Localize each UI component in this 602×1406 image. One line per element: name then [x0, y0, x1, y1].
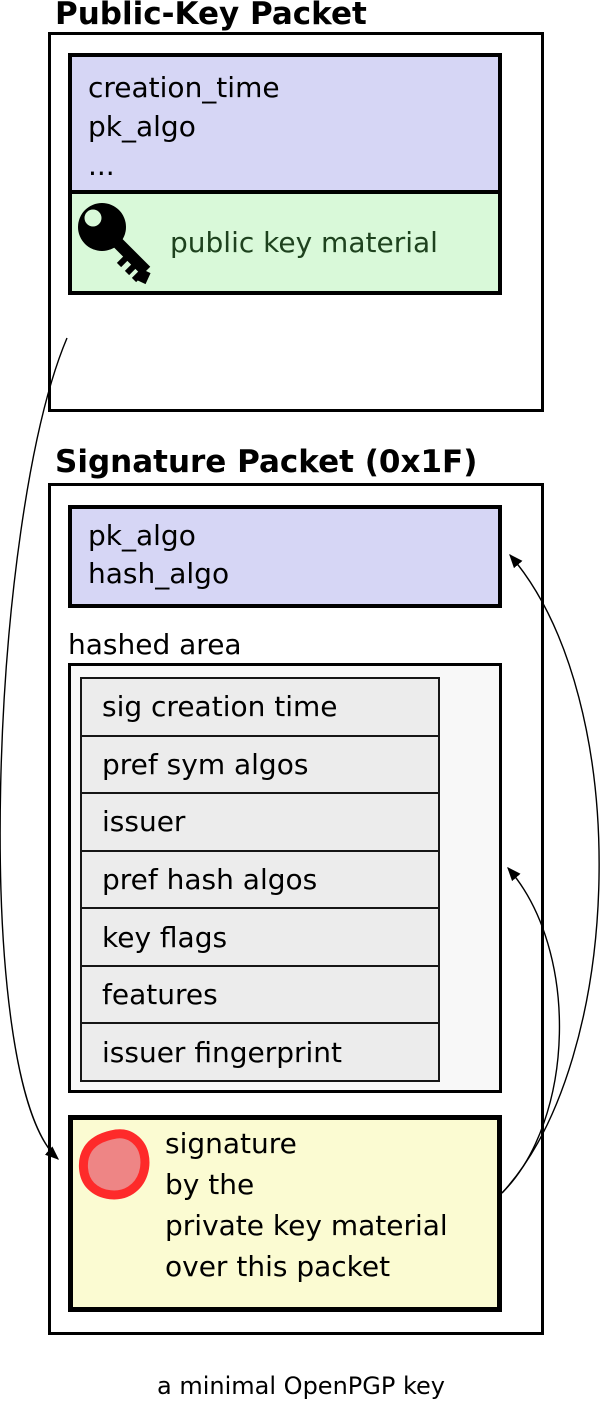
field-creation-time: creation_time: [88, 71, 280, 104]
signature-packet-title: Signature Packet (0x1F): [55, 444, 478, 480]
diagram-caption: a minimal OpenPGP key: [157, 1372, 445, 1400]
public-key-material-section: public key material: [72, 194, 498, 291]
field-ellipsis: ...: [88, 149, 115, 182]
subpacket-issuer-fingerprint: issuer fingerprint: [82, 1024, 438, 1081]
public-key-fields: creation_time pk_algo ...: [72, 57, 498, 194]
signature-note-line-3: private key material: [165, 1209, 448, 1242]
signature-note: signature by the private key material ov…: [165, 1123, 448, 1287]
hashed-area-label: hashed area: [68, 628, 242, 661]
subpacket-issuer: issuer: [82, 794, 438, 852]
subpacket-key-flags: key flags: [82, 909, 438, 967]
field-sig-pk-algo: pk_algo: [88, 519, 196, 552]
subpacket-pref-hash-algos: pref hash algos: [82, 851, 438, 910]
signature-note-line-4: over this packet: [165, 1250, 391, 1283]
seal-icon: [79, 1129, 150, 1200]
signature-note-line-2: by the: [165, 1168, 255, 1201]
public-key-packet-title: Public-Key Packet: [55, 0, 367, 32]
public-key-material-label: public key material: [170, 226, 438, 259]
signature-value-box: signature by the private key material ov…: [68, 1115, 502, 1312]
subpacket-pref-sym-algos: pref sym algos: [82, 736, 438, 795]
subpacket-features: features: [82, 966, 438, 1025]
hashed-subpacket-list: sig creation time pref sym algos issuer …: [80, 677, 440, 1082]
key-icon: [78, 202, 151, 284]
signature-algo-box: pk_algo hash_algo: [68, 505, 502, 608]
subpacket-sig-creation-time: sig creation time: [82, 679, 438, 737]
field-sig-hash-algo: hash_algo: [88, 557, 230, 590]
field-pk-algo: pk_algo: [88, 110, 196, 143]
public-key-inner-box: creation_time pk_algo ... public key mat…: [68, 53, 502, 295]
signature-note-line-1: signature: [165, 1127, 297, 1160]
